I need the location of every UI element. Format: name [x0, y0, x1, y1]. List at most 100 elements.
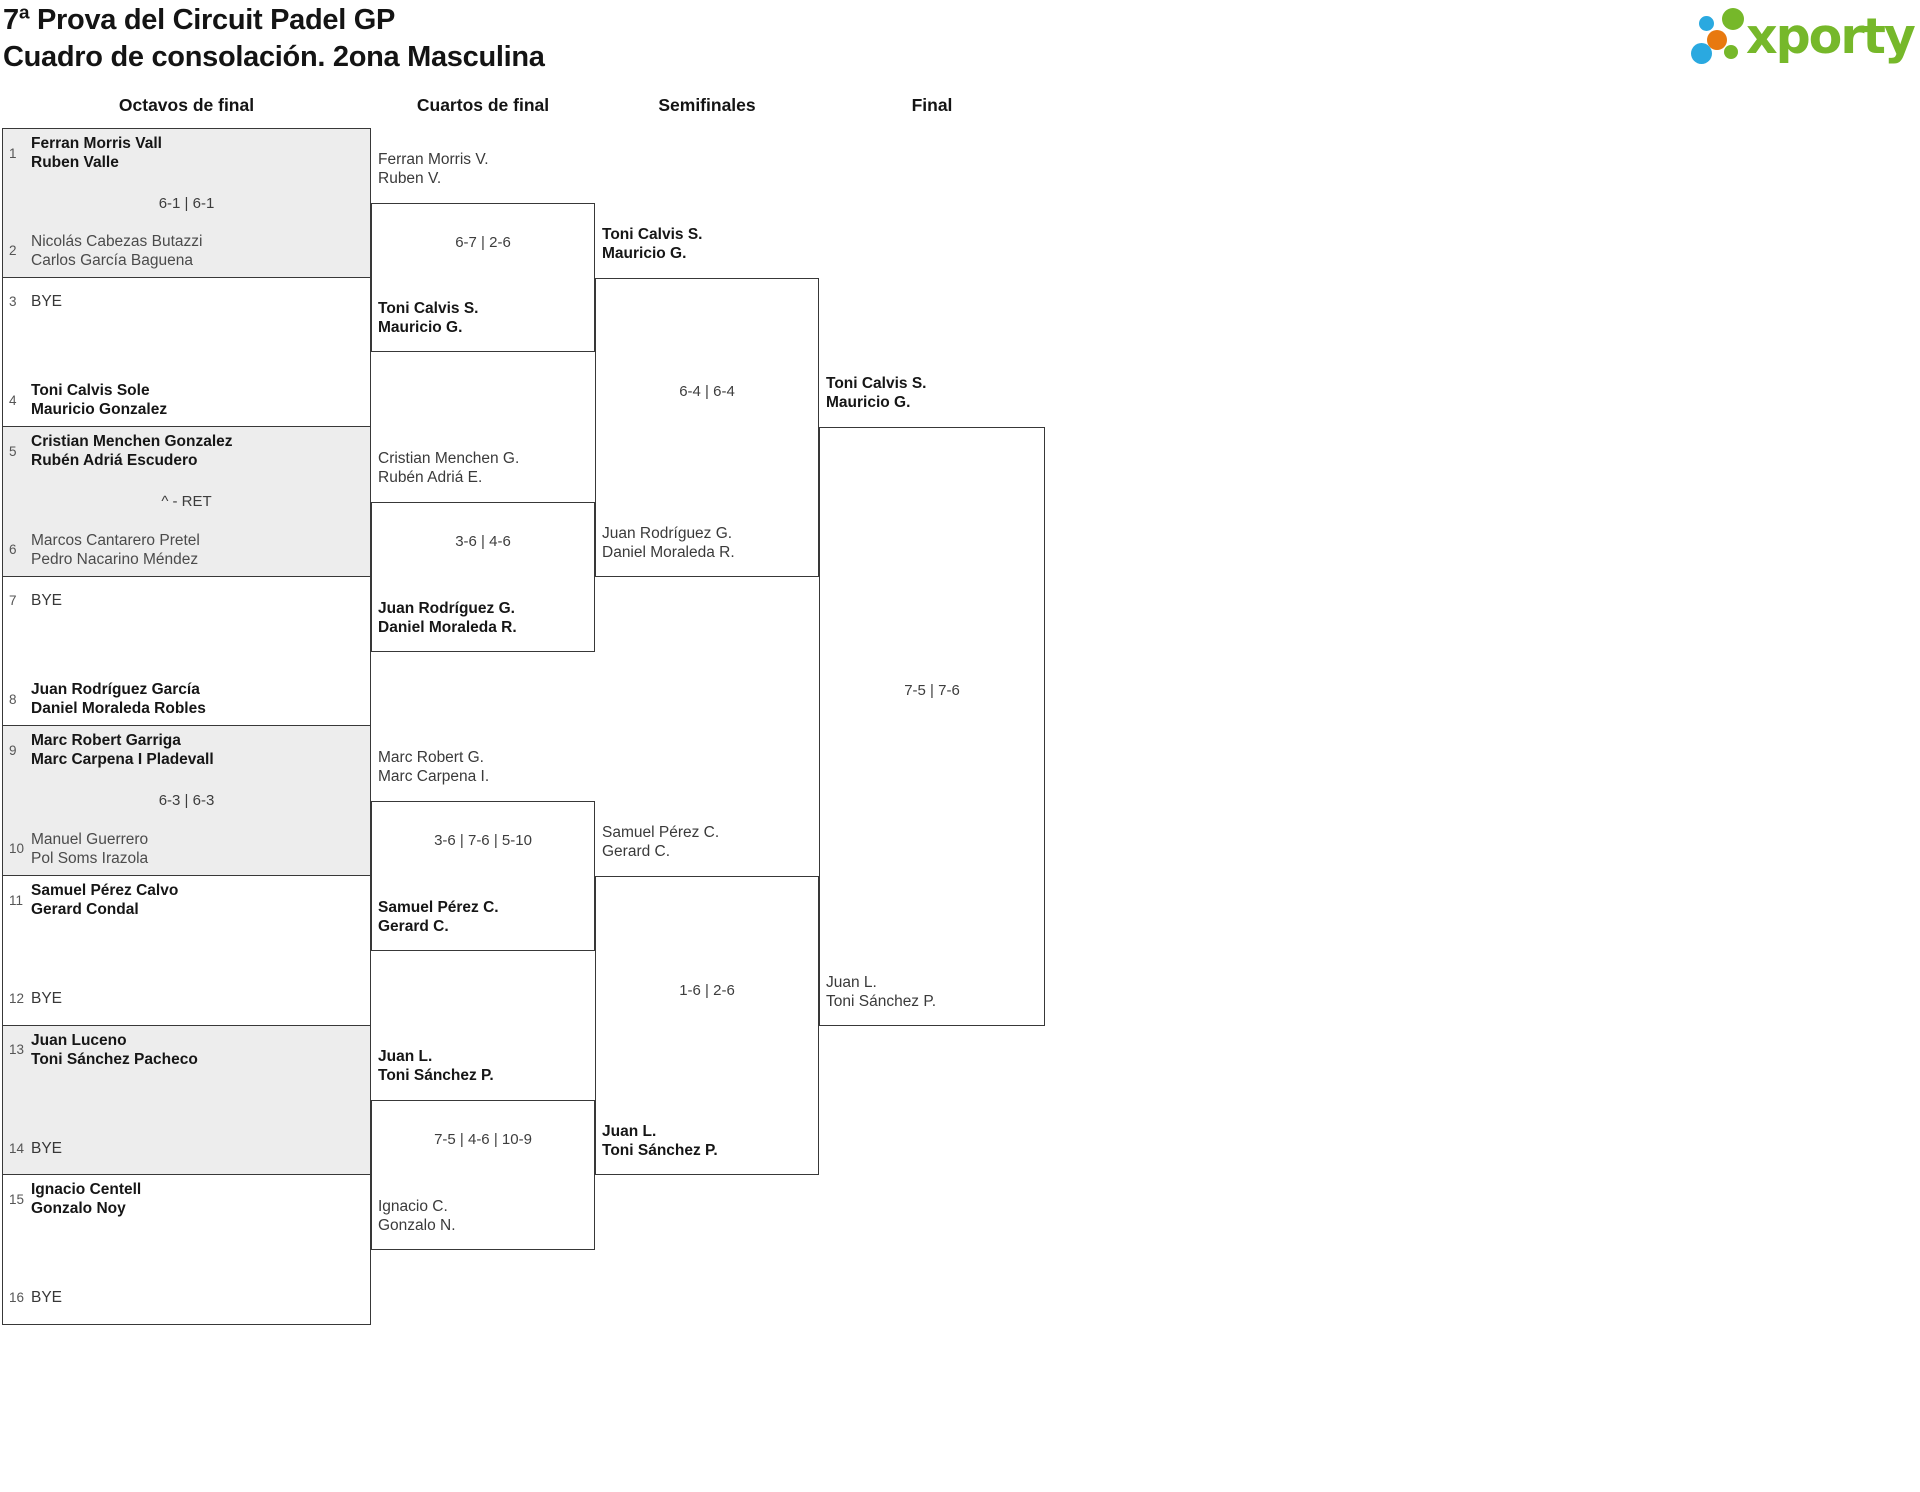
logo-dot-blue-large	[1691, 43, 1712, 64]
page-title-line2: Cuadro de consolación. 2ona Masculina	[3, 41, 545, 73]
team-slot: 14 BYE	[3, 1128, 370, 1168]
bye-label: BYE	[31, 1289, 63, 1307]
seed-number: 1	[9, 145, 17, 161]
team-name-line: Carlos García Baguena	[31, 251, 193, 269]
qf-slot-1: Ferran Morris V.Ruben V.	[378, 150, 592, 188]
bye-team: BYE	[31, 581, 370, 621]
final-score: 7-5 | 7-6	[904, 682, 960, 700]
team-name-line: Toni Sánchez P.	[826, 992, 937, 1010]
team-name-line: Ferran Morris Vall	[31, 135, 162, 152]
final-slot-2: Juan L.Toni Sánchez P.	[826, 973, 1042, 1011]
team-name-line: Pedro Nacarino Méndez	[31, 550, 199, 568]
team-name-line: Gonzalo N.	[378, 1217, 456, 1234]
team-name-line: Gerard C.	[378, 917, 449, 935]
sf-match-1	[595, 277, 819, 577]
team-name-line: Daniel Moraleda R.	[602, 543, 735, 561]
team-slot: 12 BYE	[3, 979, 370, 1019]
bye-team: BYE	[31, 979, 370, 1019]
logo-dot-orange	[1707, 30, 1727, 50]
bye-team: BYE	[31, 282, 370, 322]
page-title: 7ª Prova del Circuit Padel GP Cuadro de …	[3, 2, 545, 76]
team-name-line: Ferran Morris V.	[378, 150, 489, 168]
seed-number: 15	[9, 1191, 25, 1207]
round-header-cuartos: Cuartos de final	[416, 95, 550, 115]
team-name-line: Mauricio Gonzalez	[31, 401, 168, 419]
qf-slot-8: Ignacio C. Gonzalo N.	[378, 1197, 592, 1235]
team-name-line: Juan L.	[602, 1123, 657, 1141]
bye-label: BYE	[31, 1139, 63, 1157]
sf-score-2: 1-6 | 2-6	[679, 981, 735, 999]
team-name-line: Toni Calvis S.	[602, 225, 703, 243]
sf-slot-1: Toni Calvis S.Mauricio G.	[602, 225, 816, 263]
seed-number: 10	[9, 841, 25, 857]
bye-team: BYE	[31, 1128, 370, 1168]
match-score: ^ - RET	[161, 492, 212, 510]
round-header-octavos: Octavos de final	[118, 95, 255, 115]
qf-slot-5: Marc Robert G.Marc Carpena I.	[378, 748, 592, 786]
match-score: 6-3 | 6-3	[158, 792, 215, 810]
team-name-line: Juan L.	[378, 1048, 433, 1066]
seed-number: 11	[9, 892, 24, 908]
final-slot-1: Toni Calvis S.Mauricio G.	[826, 374, 1042, 412]
round-header-final: Final	[911, 95, 953, 115]
team-slot: 3 BYE	[3, 282, 370, 322]
qf-match-4	[371, 1100, 595, 1250]
team-name-line: Ruben Valle	[31, 154, 119, 171]
bye-team: BYE	[31, 1278, 370, 1318]
team-name-line: Manuel Guerrero	[31, 830, 149, 848]
xporty-logo[interactable]: xporty	[1690, 4, 1920, 76]
seed-number: 4	[9, 392, 17, 408]
team-name-line: Pol Soms Irazola	[31, 849, 149, 867]
team-name-line: Toni Calvis S.	[826, 375, 927, 393]
qf-slot-4: Juan Rodríguez G.Daniel Moraleda R.	[378, 599, 592, 637]
bye-label: BYE	[31, 293, 63, 311]
bye-label: BYE	[31, 990, 63, 1008]
logo-dot-green-small	[1724, 45, 1738, 59]
team-name-line: Juan Rodríguez G.	[378, 599, 515, 617]
seed-number: 9	[9, 742, 17, 758]
team-name-line: Juan Luceno	[31, 1031, 127, 1049]
seed-number: 3	[9, 294, 17, 310]
team-name-line: Toni Calvis Sole	[31, 382, 150, 400]
team-name-line: Ruben V.	[378, 169, 442, 187]
seed-number: 12	[9, 991, 25, 1007]
team-name-line: Marc Carpena I Pladevall	[31, 751, 214, 769]
match-score: 6-1 | 6-1	[158, 194, 215, 212]
team-slot: 16 BYE	[3, 1278, 370, 1318]
qf-slot-6: Samuel Pérez C.Gerard C.	[378, 898, 592, 936]
team-name-line: Gonzalo Noy	[31, 1200, 126, 1218]
team-name-line: Toni Sánchez P.	[602, 1142, 718, 1160]
bye-label: BYE	[31, 592, 63, 610]
seed-number: 16	[9, 1290, 25, 1306]
team-name-line: Mauricio G.	[826, 394, 911, 412]
team-name-line: Toni Sánchez P.	[378, 1067, 494, 1085]
seed-number: 14	[9, 1140, 25, 1156]
team-name-line: Ignacio C.	[378, 1198, 448, 1215]
team-name-line: Toni Sánchez Pacheco	[31, 1050, 198, 1068]
logo-dot-green-large	[1722, 8, 1744, 30]
team-name-line: Ignacio Centell	[31, 1181, 142, 1199]
qf-match-1	[371, 202, 595, 353]
